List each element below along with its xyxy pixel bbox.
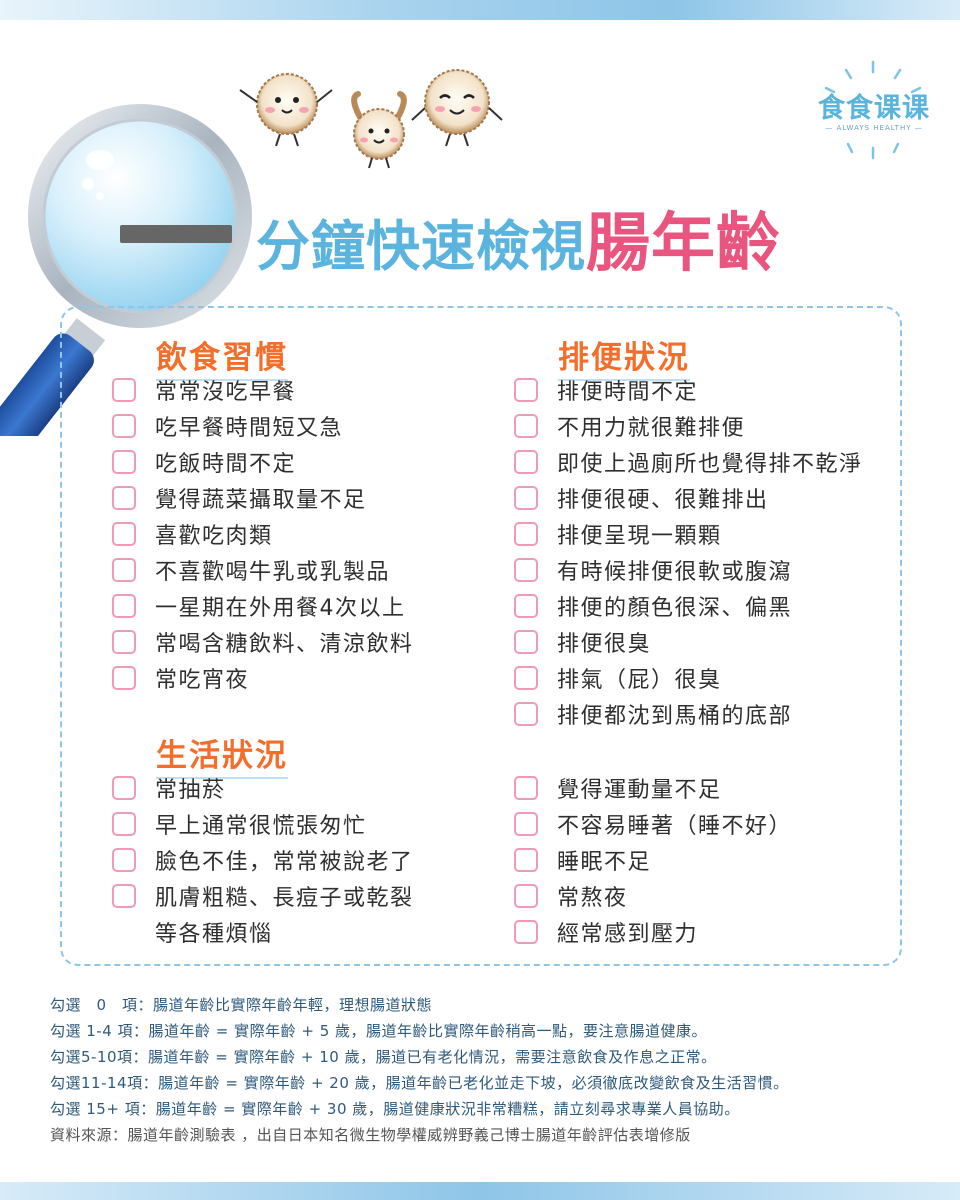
logo-text: 食食课课 bbox=[818, 93, 930, 124]
sparkle-ring-icon bbox=[824, 60, 922, 160]
checklist-item[interactable]: 吃早餐時間短又急 bbox=[112, 408, 414, 444]
checkbox[interactable] bbox=[514, 666, 538, 690]
legend-line: 勾選 0 項：腸道年齡比實際年齡年輕，理想腸道狀態 bbox=[50, 996, 433, 1014]
checklist-item[interactable]: 有時候排便很軟或腹瀉 bbox=[514, 552, 863, 588]
life-checklist-right: 覺得運動量不足 不容易睡著（睡不好） 睡眠不足 常熬夜 經常感到壓力 bbox=[514, 770, 792, 950]
checklist-item[interactable]: 排便的顏色很深、偏黑 bbox=[514, 588, 863, 624]
checkbox[interactable] bbox=[514, 920, 538, 944]
title-accent-text: 腸年齡 bbox=[583, 204, 783, 284]
checklist-item[interactable]: 排便都沈到馬桶的底部 bbox=[514, 696, 863, 732]
scoring-legend: 勾選 0 項：腸道年齡比實際年齡年輕，理想腸道狀態 勾選 1-4 項：腸道年齡 … bbox=[50, 992, 940, 1148]
checkbox[interactable] bbox=[112, 486, 136, 510]
checklist-item[interactable]: 常抽菸 bbox=[112, 770, 414, 806]
mascot-left-icon bbox=[239, 73, 333, 147]
checkbox[interactable] bbox=[112, 594, 136, 618]
checklist-item[interactable]: 覺得蔬菜攝取量不足 bbox=[112, 480, 414, 516]
checkbox[interactable] bbox=[514, 414, 538, 438]
checklist-panel bbox=[60, 306, 902, 966]
checkbox[interactable] bbox=[112, 666, 136, 690]
checkbox[interactable] bbox=[514, 702, 538, 726]
checkbox[interactable] bbox=[514, 450, 538, 474]
brand-logo: 食食课课 — ALWAYS HEALTHY — bbox=[808, 58, 938, 168]
checkbox[interactable] bbox=[112, 812, 136, 836]
checkbox[interactable] bbox=[112, 378, 136, 402]
checklist-item[interactable]: 排便很硬、很難排出 bbox=[514, 480, 863, 516]
checkbox[interactable] bbox=[514, 378, 538, 402]
checklist-item[interactable]: 排氣（屁）很臭 bbox=[514, 660, 863, 696]
mascot-illustration bbox=[239, 69, 503, 169]
checklist-item-continuation: 等各種煩惱 bbox=[112, 914, 414, 950]
checkbox[interactable] bbox=[514, 812, 538, 836]
checklist-item[interactable]: 一星期在外用餐4次以上 bbox=[112, 588, 414, 624]
checkbox[interactable] bbox=[112, 884, 136, 908]
legend-line: 勾選 1-4 項：腸道年齡 = 實際年齡 + 5 歲，腸道年齡比實際年齡稍高一點… bbox=[50, 1022, 708, 1040]
checklist-item[interactable]: 不用力就很難排便 bbox=[514, 408, 863, 444]
checkbox[interactable] bbox=[112, 776, 136, 800]
checklist-item[interactable]: 常喝含糖飲料、清涼飲料 bbox=[112, 624, 414, 660]
checklist-item[interactable]: 不容易睡著（睡不好） bbox=[514, 806, 792, 842]
checklist-item[interactable]: 常常沒吃早餐 bbox=[112, 372, 414, 408]
checkbox[interactable] bbox=[112, 848, 136, 872]
checkbox[interactable] bbox=[514, 594, 538, 618]
title-main-text: 分鐘快速檢視 bbox=[253, 212, 588, 281]
checkbox[interactable] bbox=[514, 522, 538, 546]
checklist-item[interactable]: 肌膚粗糙、長痘子或乾裂 bbox=[112, 878, 414, 914]
checkbox[interactable] bbox=[112, 522, 136, 546]
life-checklist-left: 常抽菸 早上通常很慌張匆忙 臉色不佳，常常被說老了 肌膚粗糙、長痘子或乾裂 等各… bbox=[112, 770, 414, 950]
legend-line: 勾選11-14項：腸道年齡 = 實際年齡 + 20 歲，腸道年齡已老化並走下坡，… bbox=[50, 1074, 789, 1092]
logo-subtitle: — ALWAYS HEALTHY — bbox=[825, 124, 923, 132]
bowel-checklist: 排便時間不定 不用力就很難排便 即使上過廁所也覺得排不乾淨 排便很硬、很難排出 … bbox=[514, 372, 863, 732]
checkbox[interactable] bbox=[112, 630, 136, 654]
source-note: 資料來源：腸道年齡測驗表 ，出自日本知名微生物學權威辨野義己博士腸道年齡評估表增… bbox=[50, 1126, 691, 1144]
legend-line: 勾選5-10項：腸道年齡 = 實際年齡 + 10 歲，腸道已有老化情況，需要注意… bbox=[50, 1048, 717, 1066]
checkbox[interactable] bbox=[112, 414, 136, 438]
checkbox[interactable] bbox=[112, 450, 136, 474]
checkbox[interactable] bbox=[112, 558, 136, 582]
checklist-item[interactable]: 經常感到壓力 bbox=[514, 914, 792, 950]
section-title-diet: 飲食習慣 bbox=[156, 332, 288, 381]
checklist-item[interactable]: 排便時間不定 bbox=[514, 372, 863, 408]
checkbox[interactable] bbox=[514, 848, 538, 872]
checkbox[interactable] bbox=[514, 884, 538, 908]
checklist-item[interactable]: 睡眠不足 bbox=[514, 842, 792, 878]
checkbox[interactable] bbox=[514, 630, 538, 654]
mascot-middle-icon bbox=[351, 91, 407, 169]
diet-checklist: 常常沒吃早餐 吃早餐時間短又急 吃飯時間不定 覺得蔬菜攝取量不足 喜歡吃肉類 不… bbox=[112, 372, 414, 696]
title-one-dash bbox=[120, 225, 232, 243]
top-gradient-bar bbox=[0, 0, 960, 20]
checklist-item[interactable]: 即使上過廁所也覺得排不乾淨 bbox=[514, 444, 863, 480]
checkbox[interactable] bbox=[514, 558, 538, 582]
checklist-item[interactable]: 喜歡吃肉類 bbox=[112, 516, 414, 552]
section-title-bowel: 排便狀況 bbox=[558, 332, 690, 381]
checklist-item[interactable]: 常吃宵夜 bbox=[112, 660, 414, 696]
checklist-item[interactable]: 吃飯時間不定 bbox=[112, 444, 414, 480]
checklist-item[interactable]: 早上通常很慌張匆忙 bbox=[112, 806, 414, 842]
mascot-right-icon bbox=[411, 69, 503, 147]
checkbox[interactable] bbox=[514, 486, 538, 510]
bottom-gradient-bar bbox=[0, 1182, 960, 1200]
checklist-item[interactable]: 排便呈現一顆顆 bbox=[514, 516, 863, 552]
checklist-item[interactable]: 排便很臭 bbox=[514, 624, 863, 660]
checklist-item[interactable]: 臉色不佳，常常被說老了 bbox=[112, 842, 414, 878]
checklist-item[interactable]: 常熬夜 bbox=[514, 878, 792, 914]
legend-line: 勾選 15+ 項：腸道年齡 = 實際年齡 + 30 歲，腸道健康狀況非常糟糕，請… bbox=[50, 1100, 740, 1118]
magnifying-glass-icon bbox=[0, 104, 252, 436]
checklist-item[interactable]: 不喜歡喝牛乳或乳製品 bbox=[112, 552, 414, 588]
section-title-life: 生活狀況 bbox=[156, 730, 288, 779]
checkbox[interactable] bbox=[514, 776, 538, 800]
checklist-item[interactable]: 覺得運動量不足 bbox=[514, 770, 792, 806]
page-title: 分鐘快速檢視腸年齡 bbox=[253, 192, 783, 284]
